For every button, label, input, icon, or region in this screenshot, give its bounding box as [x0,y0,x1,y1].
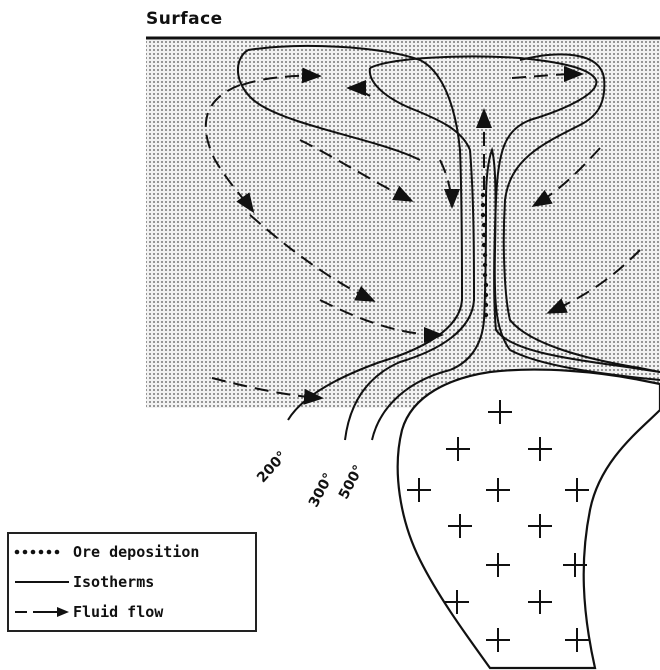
ore-dots-icon [13,546,71,558]
legend: Ore deposition Isotherms Fluid flow [7,532,257,632]
legend-fluid-flow-label: Fluid flow [73,603,163,621]
surface-label: Surface [146,9,223,29]
isotherm-line-icon [13,576,71,588]
legend-isotherms-label: Isotherms [73,573,154,591]
fluid-flow-arrow-icon [13,606,71,618]
legend-row-ore: Ore deposition [13,540,199,564]
host-rock-region [146,38,660,408]
legend-ore-label: Ore deposition [73,543,199,561]
intrusion-body [398,370,660,668]
legend-row-fluid-flow: Fluid flow [13,600,163,624]
legend-row-isotherms: Isotherms [13,570,154,594]
